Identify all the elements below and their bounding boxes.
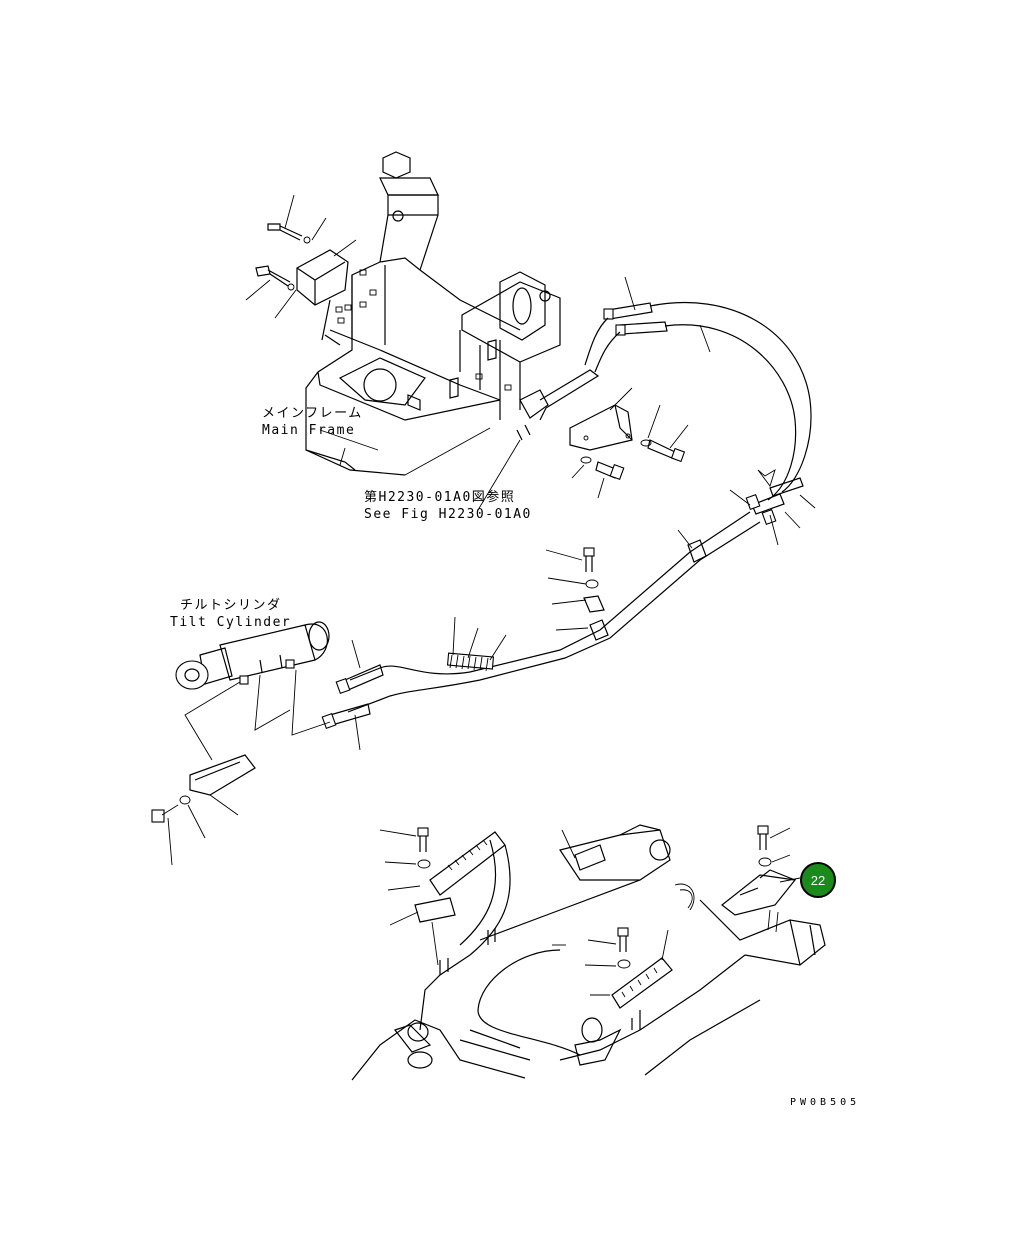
- drawing-code: PW0B505: [790, 1097, 861, 1108]
- main-frame-assembly: [245, 151, 689, 511]
- see-fig-label-en: See Fig H2230-01A0: [364, 507, 532, 522]
- main-frame-label-en: Main Frame: [262, 423, 356, 438]
- part-callout-22[interactable]: 22: [800, 862, 836, 898]
- hose-assembly: [321, 276, 816, 751]
- tilt-cylinder-label-jp: チルトシリンダ: [180, 598, 282, 613]
- tilt-cylinder: [151, 621, 331, 866]
- see-fig-label-jp: 第H2230-01A0図参照: [364, 490, 516, 505]
- blade-frame-assembly: [351, 824, 826, 1081]
- tilt-cylinder-label-en: Tilt Cylinder: [170, 615, 292, 630]
- main-frame-label-jp: メインフレーム: [262, 406, 363, 421]
- part-callout-number: 22: [810, 872, 826, 888]
